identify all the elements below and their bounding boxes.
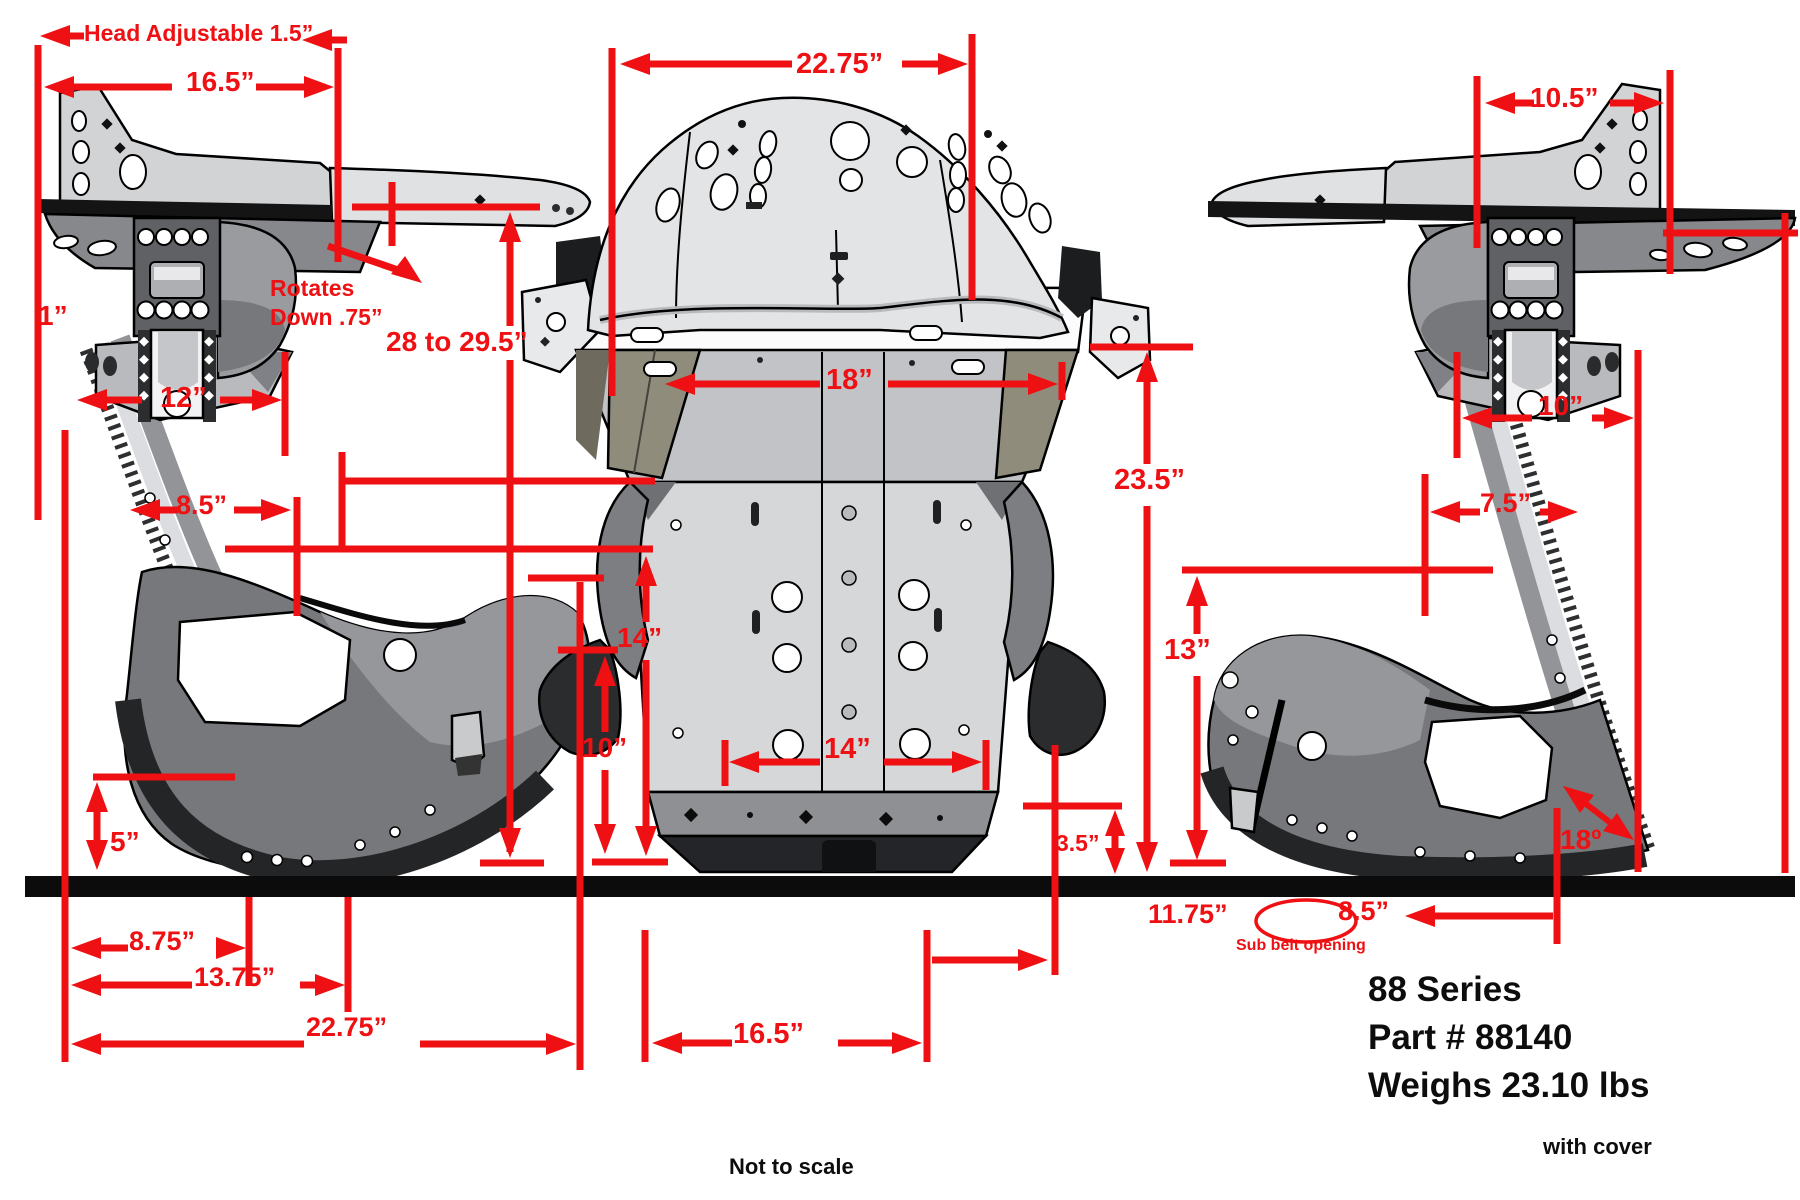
dimension-lines-front-view: [608, 34, 1493, 1062]
dim-overall-height-label: 28 to 29.5”: [386, 326, 528, 357]
seat-side-view-left: [38, 84, 592, 887]
product-cover-note: with cover: [1543, 1134, 1652, 1159]
dim-base-front-depth-label: 8.75”: [129, 926, 196, 956]
note-rotates-line1: Rotates: [270, 275, 355, 301]
product-series: 88 Series: [1368, 970, 1522, 1009]
dim-hip-width-label: 14”: [824, 733, 871, 765]
scale-note: Not to scale: [729, 1154, 854, 1179]
dim-back-angle-label: 18º: [1560, 824, 1602, 855]
seat-side-view-right: [1200, 82, 1797, 882]
dim-base-width-label: 16.5”: [733, 1018, 804, 1050]
dimension-lines-left-view: [34, 25, 668, 1070]
dim-base-mid-depth-label: 13.75”: [194, 962, 276, 992]
dim-shoulder-width-label: 18”: [826, 364, 873, 396]
dim-back-height-label: 14”: [617, 622, 663, 653]
dimension-lines-right-view: [1254, 70, 1798, 944]
dim-rear-clearance-label: 3.5”: [1056, 830, 1100, 856]
dim-sub-belt-front-label: 11.75”: [1148, 899, 1228, 929]
dim-back-top-height-label: 23.5”: [1114, 464, 1185, 496]
dim-head-depth-right-label: 10”: [1538, 390, 1584, 421]
dim-sub-belt-rear-label: 8.5”: [1338, 896, 1390, 926]
dim-shoulder-depth-left-label: 8.5”: [176, 490, 228, 520]
dim-armrest-height-label: 13”: [1164, 634, 1211, 666]
product-weight: Weighs 23.10 lbs: [1368, 1066, 1650, 1105]
dim-head-depth-label: 12”: [160, 382, 207, 414]
dim-shoulder-depth-right-label: 7.5”: [1480, 488, 1532, 518]
dim-head-width-side-label: 16.5”: [186, 66, 255, 97]
dim-head-offset-label: 1”: [38, 300, 68, 331]
sub-belt-opening-ellipse: [1254, 898, 1358, 944]
sub-belt-caption: Sub belt opening: [1236, 937, 1366, 954]
dim-seat-front-height-label: 5”: [110, 826, 140, 857]
dim-head-width-right-label: 10.5”: [1530, 82, 1599, 113]
dim-head-adjustable-label: Head Adjustable 1.5”: [84, 20, 314, 46]
dim-elbow-height-label: 10”: [582, 732, 628, 763]
dim-overall-depth-label: 22.75”: [306, 1012, 388, 1042]
product-part-number: Part # 88140: [1368, 1018, 1573, 1057]
ground-line: [25, 876, 1795, 897]
note-rotates-line2: Down .75”: [270, 304, 383, 330]
dim-overall-width-label: 22.75”: [796, 48, 884, 80]
